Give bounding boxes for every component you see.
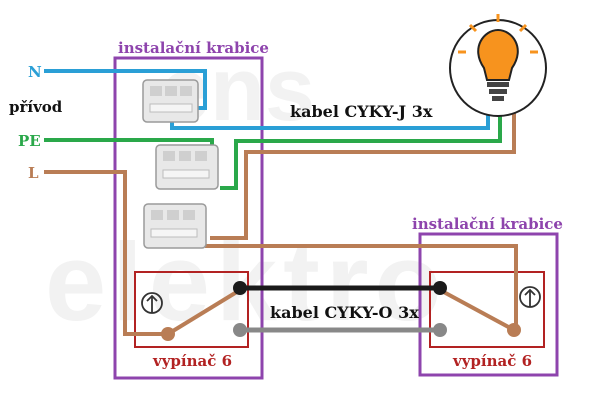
switch-frame-right — [429, 271, 545, 348]
wire-label-pe: PE — [18, 132, 41, 150]
cable-label-top: kabel CYKY-J 3x — [290, 102, 433, 121]
wago-connector-icon — [155, 144, 219, 190]
installation-box-right — [418, 232, 559, 377]
switch-terminal-right-upper — [433, 281, 447, 295]
switch-symbol-icon — [141, 292, 163, 314]
wire-live-supply — [44, 170, 168, 336]
box-title-right: instalační krabice — [412, 215, 563, 233]
installation-box-left — [113, 56, 264, 380]
box-title-left: instalační krabice — [118, 39, 269, 57]
switch-label-right: vypínač 6 — [452, 352, 532, 370]
switch-terminal-left-upper — [233, 281, 247, 295]
switch-symbol-icon — [519, 286, 541, 308]
wago-connector-icon — [143, 203, 207, 249]
switch-terminal-left-lower — [233, 323, 247, 337]
switch-terminal-left-common — [161, 327, 175, 341]
wago-connector-icon — [142, 79, 199, 123]
wire-label-n: N — [28, 63, 42, 81]
switch-terminal-right-common — [507, 323, 521, 337]
switch-label-left: vypínač 6 — [152, 352, 232, 370]
switch-lever-right — [439, 288, 515, 332]
light-bulb-icon — [449, 14, 547, 117]
wire-switched-live — [205, 244, 518, 330]
supply-label: přívod — [9, 98, 63, 116]
wire-label-l: L — [28, 164, 39, 182]
wire-pe-to-bulb — [220, 108, 502, 190]
switch-frame-left — [134, 271, 249, 348]
wire-live-to-bulb — [210, 108, 516, 240]
cable-label-bottom: kabel CYKY-O 3x — [270, 303, 419, 322]
switch-terminal-right-lower — [433, 323, 447, 337]
switch-lever-left — [166, 288, 242, 336]
